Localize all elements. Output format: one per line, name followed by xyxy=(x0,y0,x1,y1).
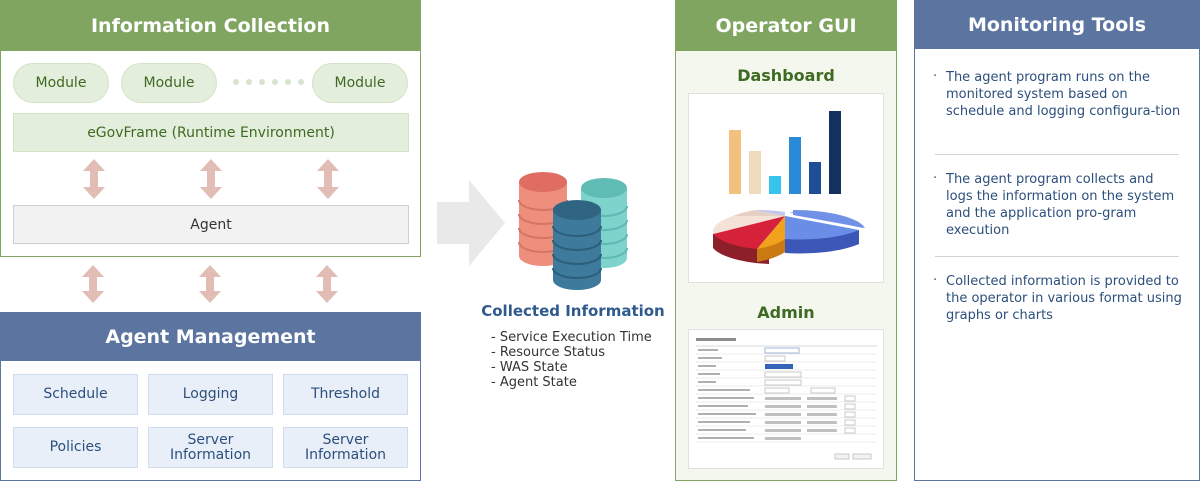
monitoring-item-text: Collected information is provided to the… xyxy=(946,273,1182,324)
dashboard-chart-illustration xyxy=(689,94,885,284)
agent-management-title: Agent Management xyxy=(1,313,420,361)
logging-cell: Logging xyxy=(148,374,273,415)
bullet: · xyxy=(933,171,937,186)
divider xyxy=(935,154,1179,155)
collected-item: - Agent State xyxy=(491,375,577,390)
dashboard-label: Dashboard xyxy=(676,66,896,85)
divider xyxy=(935,256,1179,257)
admin-preview xyxy=(688,329,884,469)
operator-gui-panel: Operator GUI Dashboard Admin xyxy=(675,0,897,481)
operator-gui-title: Operator GUI xyxy=(676,1,896,51)
information-collection-panel: Information Collection Module Module Mod… xyxy=(0,0,421,257)
collected-item: - Resource Status xyxy=(491,345,605,360)
double-arrow-icon xyxy=(315,159,341,199)
information-collection-title: Information Collection xyxy=(1,1,420,51)
double-arrow-icon xyxy=(81,159,107,199)
admin-label: Admin xyxy=(676,303,896,322)
agent-management-panel: Agent Management Schedule Logging Thresh… xyxy=(0,312,421,481)
double-arrow-icon xyxy=(80,265,106,303)
bullet: · xyxy=(933,69,937,84)
monitoring-item-text: The agent program runs on the monitored … xyxy=(946,69,1182,120)
double-arrow-icon xyxy=(314,265,340,303)
flow-arrow-icon xyxy=(437,180,505,266)
ellipsis-dots xyxy=(233,79,304,85)
agent-box: Agent xyxy=(13,205,409,244)
monitoring-tools-title: Monitoring Tools xyxy=(915,1,1199,49)
collected-item: - WAS State xyxy=(491,360,568,375)
policies-cell: Policies xyxy=(13,427,138,468)
collected-information-title: Collected Information xyxy=(480,302,666,320)
monitoring-tools-panel: Monitoring Tools · The agent program run… xyxy=(914,0,1200,481)
threshold-cell: Threshold xyxy=(283,374,408,415)
module-box-3: Module xyxy=(312,63,408,103)
server-information-cell: Server Information xyxy=(148,427,273,468)
schedule-cell: Schedule xyxy=(13,374,138,415)
double-arrow-icon xyxy=(197,265,223,303)
dashboard-preview xyxy=(688,93,884,283)
server-information-cell: Server Information xyxy=(283,427,408,468)
bullet: · xyxy=(933,273,937,288)
double-arrow-icon xyxy=(198,159,224,199)
monitoring-item-text: The agent program collects and logs the … xyxy=(946,171,1182,239)
module-box-1: Module xyxy=(13,63,109,103)
runtime-environment-box: eGovFrame (Runtime Environment) xyxy=(13,113,409,152)
database-icon xyxy=(515,170,635,292)
collected-item: - Service Execution Time xyxy=(491,330,652,345)
module-box-2: Module xyxy=(121,63,217,103)
admin-form-illustration xyxy=(689,330,885,470)
